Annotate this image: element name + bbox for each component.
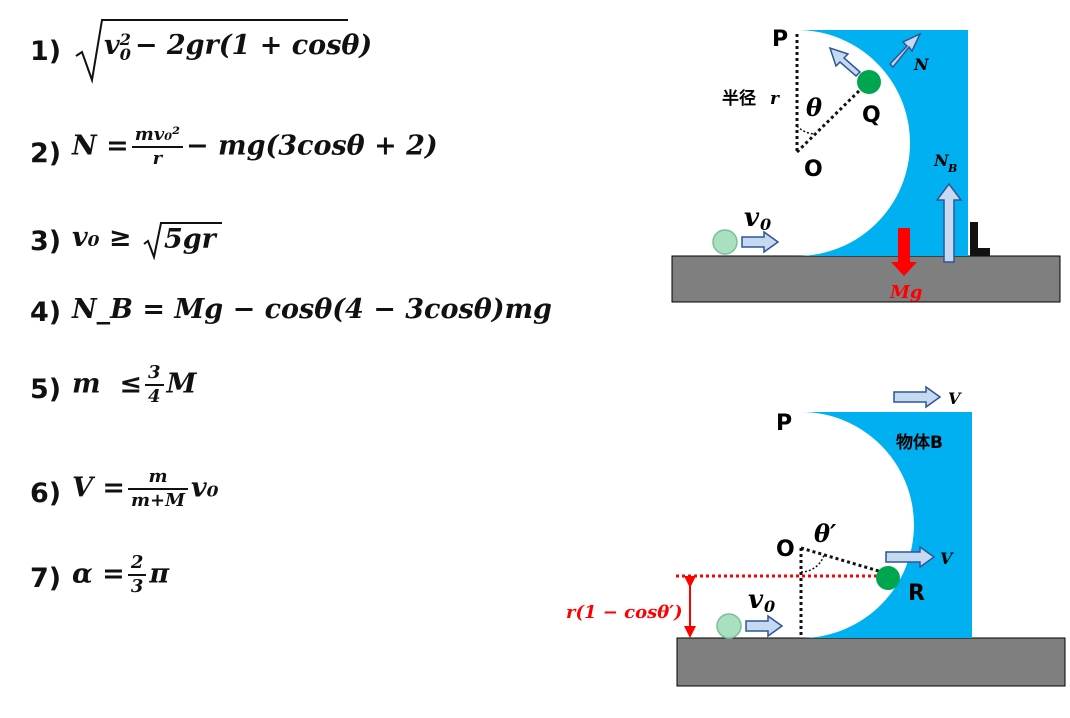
top-theta-arc	[796, 125, 816, 135]
top-ball-start	[712, 229, 738, 255]
bottom-label-p: P	[776, 411, 792, 436]
answer-2-numerator: mv₀²	[131, 124, 183, 148]
bottom-diagram: P O R 物体B θ′ V V v 0 r(1 − cosθ′)	[566, 385, 1066, 687]
bottom-label-r: R	[908, 581, 925, 606]
top-label-o: O	[804, 157, 823, 182]
top-ball-q	[857, 70, 881, 94]
bottom-radius-to-r	[800, 546, 883, 574]
answer-7-number: 7)	[30, 563, 62, 594]
answer-5-numerator: 3	[145, 362, 164, 386]
top-force-nb-label: N	[933, 151, 950, 170]
bottom-v0-arrow	[745, 614, 784, 638]
bottom-v0-sub: 0	[764, 597, 775, 616]
top-normal-arrow	[888, 32, 922, 69]
answer-1-v: v	[104, 30, 120, 61]
answer-5-number: 5)	[30, 374, 62, 405]
top-radius-var: r	[770, 89, 780, 109]
bottom-ball-velocity-arrow	[885, 545, 936, 569]
answer-1-number: 1)	[30, 36, 62, 67]
top-radius-to-q	[795, 82, 868, 154]
top-nb-arrow	[935, 182, 963, 263]
answer-1-rest: − 2gr(1 + cosθ)	[134, 30, 373, 61]
answer-7-lhs: α =	[72, 558, 125, 590]
bottom-ball-velocity-label: V	[940, 549, 954, 568]
top-diagram: P Q O 半径 r θ N N B v 0 Mg	[671, 27, 1061, 303]
top-v0-label: v	[744, 203, 760, 233]
answer-2-rhs: − mg(3cosθ + 2)	[185, 130, 438, 162]
top-weight-arrow	[891, 228, 917, 276]
top-v0-arrow	[741, 230, 780, 254]
bottom-block-velocity-label: V	[948, 389, 962, 408]
top-ground	[671, 255, 1061, 303]
answer-5-denominator: 4	[148, 386, 161, 407]
answer-6-lhs: V =	[72, 472, 125, 504]
top-stopper	[970, 222, 990, 256]
answer-6-numerator: m	[127, 466, 189, 490]
top-weight-label: Mg	[889, 282, 923, 303]
answer-3-sqrt	[143, 222, 222, 260]
bottom-label-o: O	[776, 537, 795, 562]
answer-3-lhs: v₀ ≥	[72, 222, 132, 253]
bottom-block-velocity-arrow	[893, 385, 942, 409]
answer-2-lhs: N =	[72, 130, 129, 162]
answer-4-expression: N_B = Mg − cosθ(4 − 3cosθ)mg	[72, 294, 552, 325]
top-label-p: P	[772, 27, 788, 52]
answer-6-denominator: m+M	[130, 490, 186, 511]
top-theta: θ	[806, 93, 822, 122]
answer-6-rhs: v₀	[191, 472, 219, 504]
bottom-ground	[676, 637, 1066, 687]
bottom-height-label: r(1 − cosθ′)	[566, 602, 683, 623]
answer-7-denominator: 3	[130, 576, 144, 597]
top-force-nb-sub: B	[947, 162, 957, 175]
answer-6-number: 6)	[30, 478, 62, 509]
top-force-n-label: N	[913, 55, 930, 74]
answer-5-rhs: M	[166, 368, 197, 400]
top-label-q: Q	[862, 103, 881, 128]
bottom-block	[801, 412, 972, 638]
answer-7-rhs: π	[149, 558, 170, 590]
bottom-v0-label: v	[748, 585, 764, 615]
answer-1-sqrt	[75, 19, 348, 84]
answer-3-number: 3)	[30, 226, 62, 257]
top-velocity-q-arrow	[828, 46, 862, 78]
top-block	[797, 30, 968, 256]
top-v0-sub: 0	[760, 215, 771, 234]
bottom-block-label: 物体B	[896, 432, 943, 453]
answer-2-number: 2)	[30, 138, 62, 169]
top-radius-label: 半径	[722, 88, 756, 109]
answer-3-radicand: 5gr	[164, 224, 216, 255]
bottom-theta-prime: θ′	[814, 519, 837, 548]
bottom-theta-arc	[800, 554, 825, 573]
bottom-ball-r	[876, 566, 900, 590]
answer-7-numerator: 2	[127, 552, 147, 576]
answer-5-lhs: m ≤	[72, 368, 142, 400]
answer-4-number: 4)	[30, 297, 62, 328]
answer-2-denominator: r	[152, 148, 163, 169]
bottom-ball-start	[716, 613, 742, 639]
